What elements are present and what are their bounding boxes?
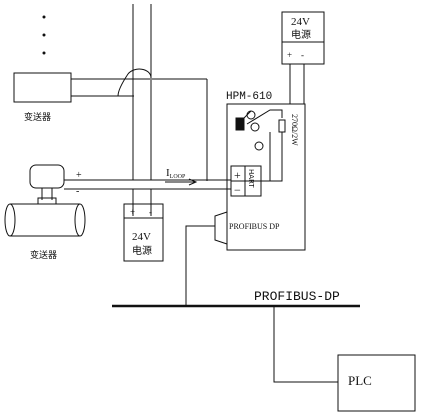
plc-label: PLC [348,373,372,388]
power-supply-bottom-voltage: 24V [132,231,151,243]
contact-circle-1 [246,110,256,120]
power-supply-bottom-box [123,203,164,262]
bus-label: PROFIBUS-DP [254,289,340,304]
power-supply-top-minus: - [301,50,304,60]
plc-wire [273,306,338,383]
loop-arrow-head [188,178,198,186]
power-supply-bottom-plus: + [130,207,135,217]
power-supply-top-box [281,11,325,65]
transmitter-top-box [13,72,72,103]
contact-circle-3 [254,141,264,151]
switch-contact [235,117,245,131]
transmitter-bottom-label: 变送器 [30,249,57,261]
port-to-bus [185,225,215,306]
field-wire-right [117,4,152,216]
loop-current-subscript: LOOP [170,174,186,180]
resistor-label: 270Ω/2W [290,114,299,146]
hart-label: HART [247,169,255,188]
power-supply-top-name: 电源 [291,28,311,41]
plc-box [337,354,416,412]
transmitter-bottom-icon [4,164,86,237]
power-supply-top-voltage: 24V [291,16,310,28]
ellipsis-dots [42,15,46,55]
profibus-port [214,211,228,245]
module-title: HPM-610 [226,91,272,103]
terminal-minus: − [234,183,241,197]
loop-current-label: ILOOP [166,167,186,180]
wire-plus-mark: + [76,170,82,181]
loop-current-symbol: I [166,167,170,179]
resistor [278,119,286,133]
wire-minus-mark: - [76,186,79,197]
contact-circle-2 [250,122,260,132]
power-supply-top-plus: + [287,50,292,60]
transmitter-top-label: 变送器 [24,111,51,123]
module-bus-port-label: PROFIBUS DP [229,222,280,231]
hpm-module-box [226,103,306,251]
power-supply-bottom-name: 电源 [132,244,152,257]
power-supply-bottom-minus: - [149,207,152,217]
terminal-plus: + [234,168,241,182]
